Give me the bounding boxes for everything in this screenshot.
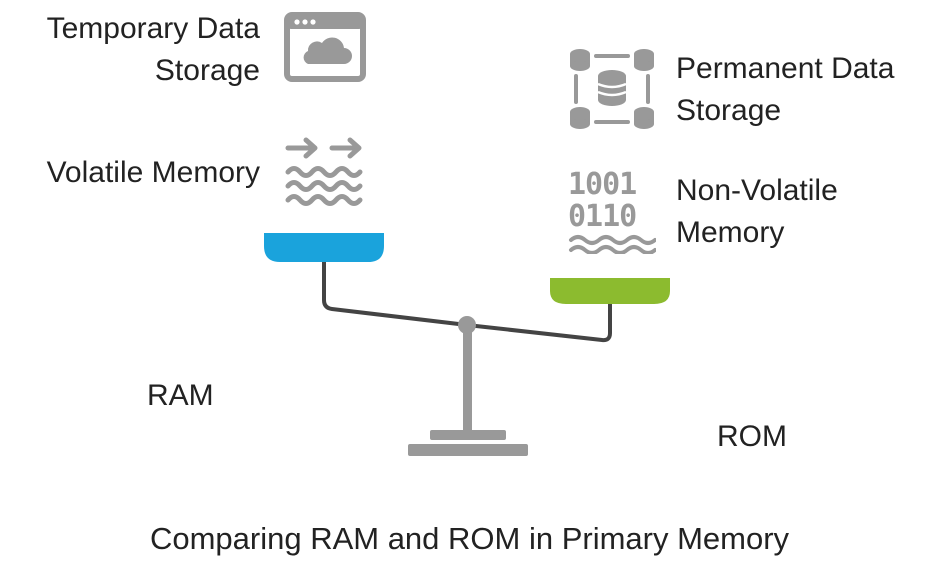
- label-line-2: Storage: [154, 54, 260, 87]
- volatile-memory-label: Volatile Memory: [46, 156, 260, 189]
- pivot: [458, 316, 476, 334]
- label-line-1: Permanent Data: [676, 52, 895, 85]
- binary-waves-icon: 1001 0110: [568, 168, 658, 254]
- browser-cloud-icon: [284, 12, 366, 82]
- label-line-1: Non-Volatile: [676, 174, 838, 207]
- binary-row-2: 0110: [568, 199, 637, 234]
- stand-top-base: [430, 430, 506, 440]
- waves-icon: [569, 235, 656, 254]
- stand-pole: [463, 328, 472, 432]
- left-hanger: [322, 260, 469, 327]
- temporary-data-storage-label: Temporary Data Storage: [10, 8, 260, 92]
- non-volatile-memory-label: Non-Volatile Memory: [676, 170, 838, 254]
- caption: Comparing RAM and ROM in Primary Memory: [149, 521, 790, 556]
- label-line-2: Storage: [676, 94, 782, 127]
- ram-label: RAM: [147, 379, 214, 412]
- rom-label: ROM: [717, 420, 787, 453]
- label-line-1: Temporary Data: [46, 12, 260, 45]
- binary-row-1: 1001: [568, 167, 637, 202]
- label-line-2: Memory: [676, 216, 785, 249]
- left-pan-ram: [264, 233, 384, 262]
- database-sync-icon: [570, 49, 654, 129]
- stand-bottom-base: [408, 444, 528, 456]
- right-hanger: [465, 298, 612, 343]
- right-pan-rom: [550, 278, 670, 304]
- permanent-data-storage-label: Permanent Data Storage: [676, 48, 894, 132]
- arrows-waves-icon: [285, 137, 363, 206]
